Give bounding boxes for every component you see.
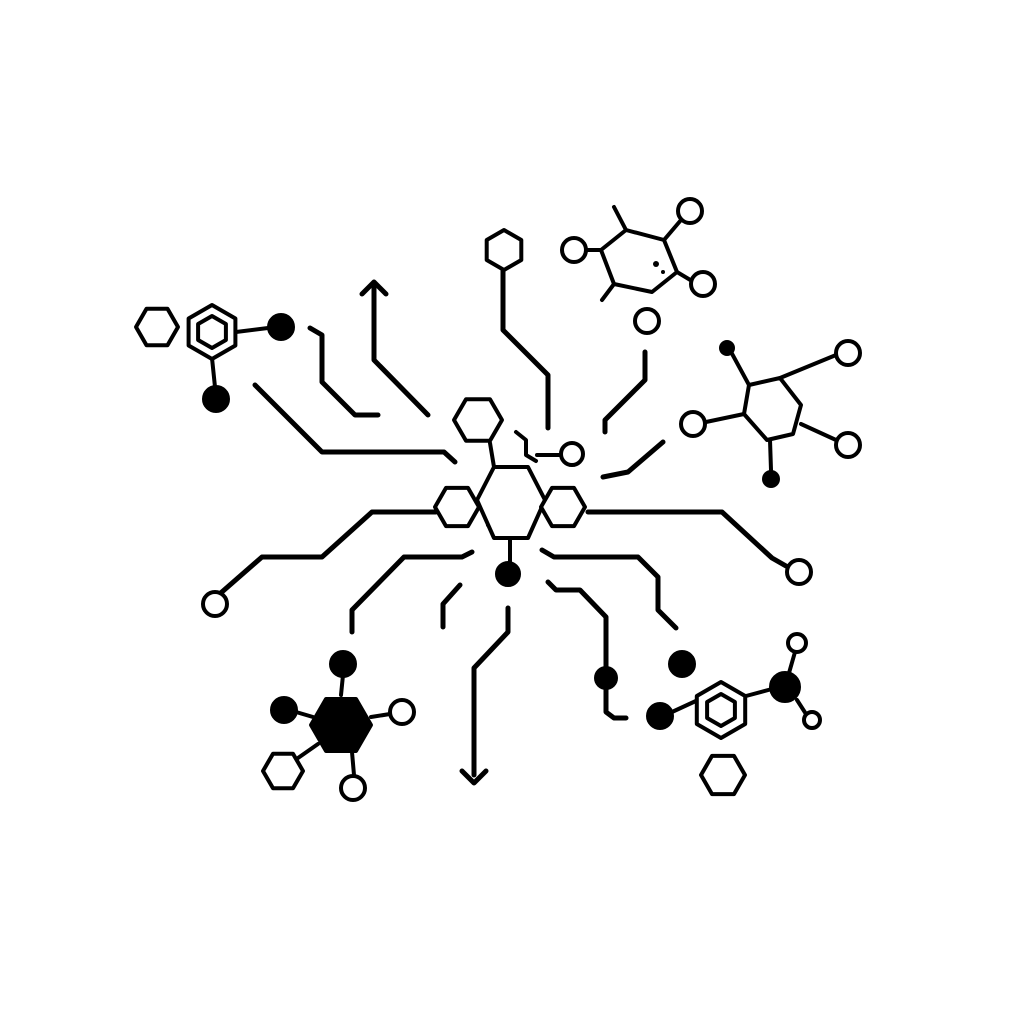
bottom-right-node-open xyxy=(802,710,822,730)
bottom-left-node-open xyxy=(388,698,416,726)
top-left-hexagon xyxy=(134,306,180,348)
bottom-left-node-open xyxy=(339,774,367,802)
top-right-node-open xyxy=(676,197,704,225)
bottom-left-hexagon-filled xyxy=(309,697,373,753)
connector-line xyxy=(471,605,511,778)
bond-line xyxy=(744,687,774,698)
connector-line xyxy=(514,430,538,463)
bond-line xyxy=(339,673,345,697)
connector-line xyxy=(212,509,439,601)
right-ring xyxy=(742,376,803,442)
right-end-node-open xyxy=(785,558,813,586)
bottom-right-ring-inner xyxy=(705,692,737,728)
connector-line xyxy=(500,267,551,431)
top-right-ring xyxy=(599,228,679,294)
connector-lines xyxy=(210,205,838,786)
top-left-node-filled xyxy=(202,385,230,413)
top-right-node-open xyxy=(689,270,717,298)
bottom-left-node-filled xyxy=(329,650,357,678)
connector-line xyxy=(371,285,431,418)
central-ring xyxy=(475,465,547,540)
bond-line xyxy=(210,356,217,389)
connector-line xyxy=(539,547,679,631)
bond-line xyxy=(778,353,838,380)
right-node-open xyxy=(834,339,862,367)
dot-marker xyxy=(661,270,665,274)
bond-line xyxy=(670,698,700,714)
right-node-open xyxy=(834,431,862,459)
central-node-open xyxy=(559,441,585,467)
connector-line xyxy=(602,349,648,435)
bond-line xyxy=(369,712,392,719)
right-node-filled xyxy=(762,470,780,488)
bottom-right-node-open xyxy=(786,632,808,654)
bond-line xyxy=(296,742,320,760)
left-end-node-open xyxy=(201,590,229,618)
connector-line xyxy=(307,325,381,418)
top-right-node-open xyxy=(633,307,661,335)
bond-line xyxy=(799,422,838,442)
bond-line xyxy=(488,441,496,469)
bond-line xyxy=(795,698,808,716)
top-left-ring-inner xyxy=(196,314,228,350)
bottom-left-node-filled xyxy=(270,696,298,724)
top-hexagon xyxy=(452,397,504,443)
bond-line xyxy=(600,282,616,302)
top-right-node-open xyxy=(560,236,588,264)
right-node-open xyxy=(679,410,707,438)
bond-line xyxy=(662,218,683,242)
connector-line xyxy=(349,549,475,635)
connector-line xyxy=(252,382,458,465)
bond-line xyxy=(234,326,270,334)
bottom-right-node-filled xyxy=(668,650,696,678)
bottom-node-filled xyxy=(594,666,618,690)
bond-line xyxy=(675,270,694,283)
top-left-node-filled xyxy=(267,313,295,341)
arrow-down-icon xyxy=(459,768,489,786)
bottom-right-node-filled xyxy=(769,671,801,703)
bond-line xyxy=(787,650,797,675)
right-node-filled xyxy=(719,340,735,356)
bottom-right-node-filled xyxy=(646,702,674,730)
bottom-right-hexagon xyxy=(699,753,747,797)
connector-line xyxy=(585,509,789,569)
bond-line xyxy=(612,205,628,232)
bond-line xyxy=(350,750,356,777)
fused-hexagon-left xyxy=(433,485,481,529)
connector-line xyxy=(440,582,463,630)
bond-line xyxy=(768,438,773,472)
molecule-shapes xyxy=(134,197,862,802)
central-node-filled xyxy=(495,561,521,587)
bond-line xyxy=(704,412,746,424)
top-tail-hexagon xyxy=(484,228,524,272)
fused-hexagon-right xyxy=(539,485,587,529)
dot-marker xyxy=(653,261,659,267)
bond-line xyxy=(294,710,315,719)
connector-line xyxy=(545,579,629,721)
arrow-up-icon xyxy=(359,279,389,297)
connector-line xyxy=(600,439,666,480)
bottom-left-hexagon xyxy=(261,751,305,791)
bond-line xyxy=(728,348,751,387)
